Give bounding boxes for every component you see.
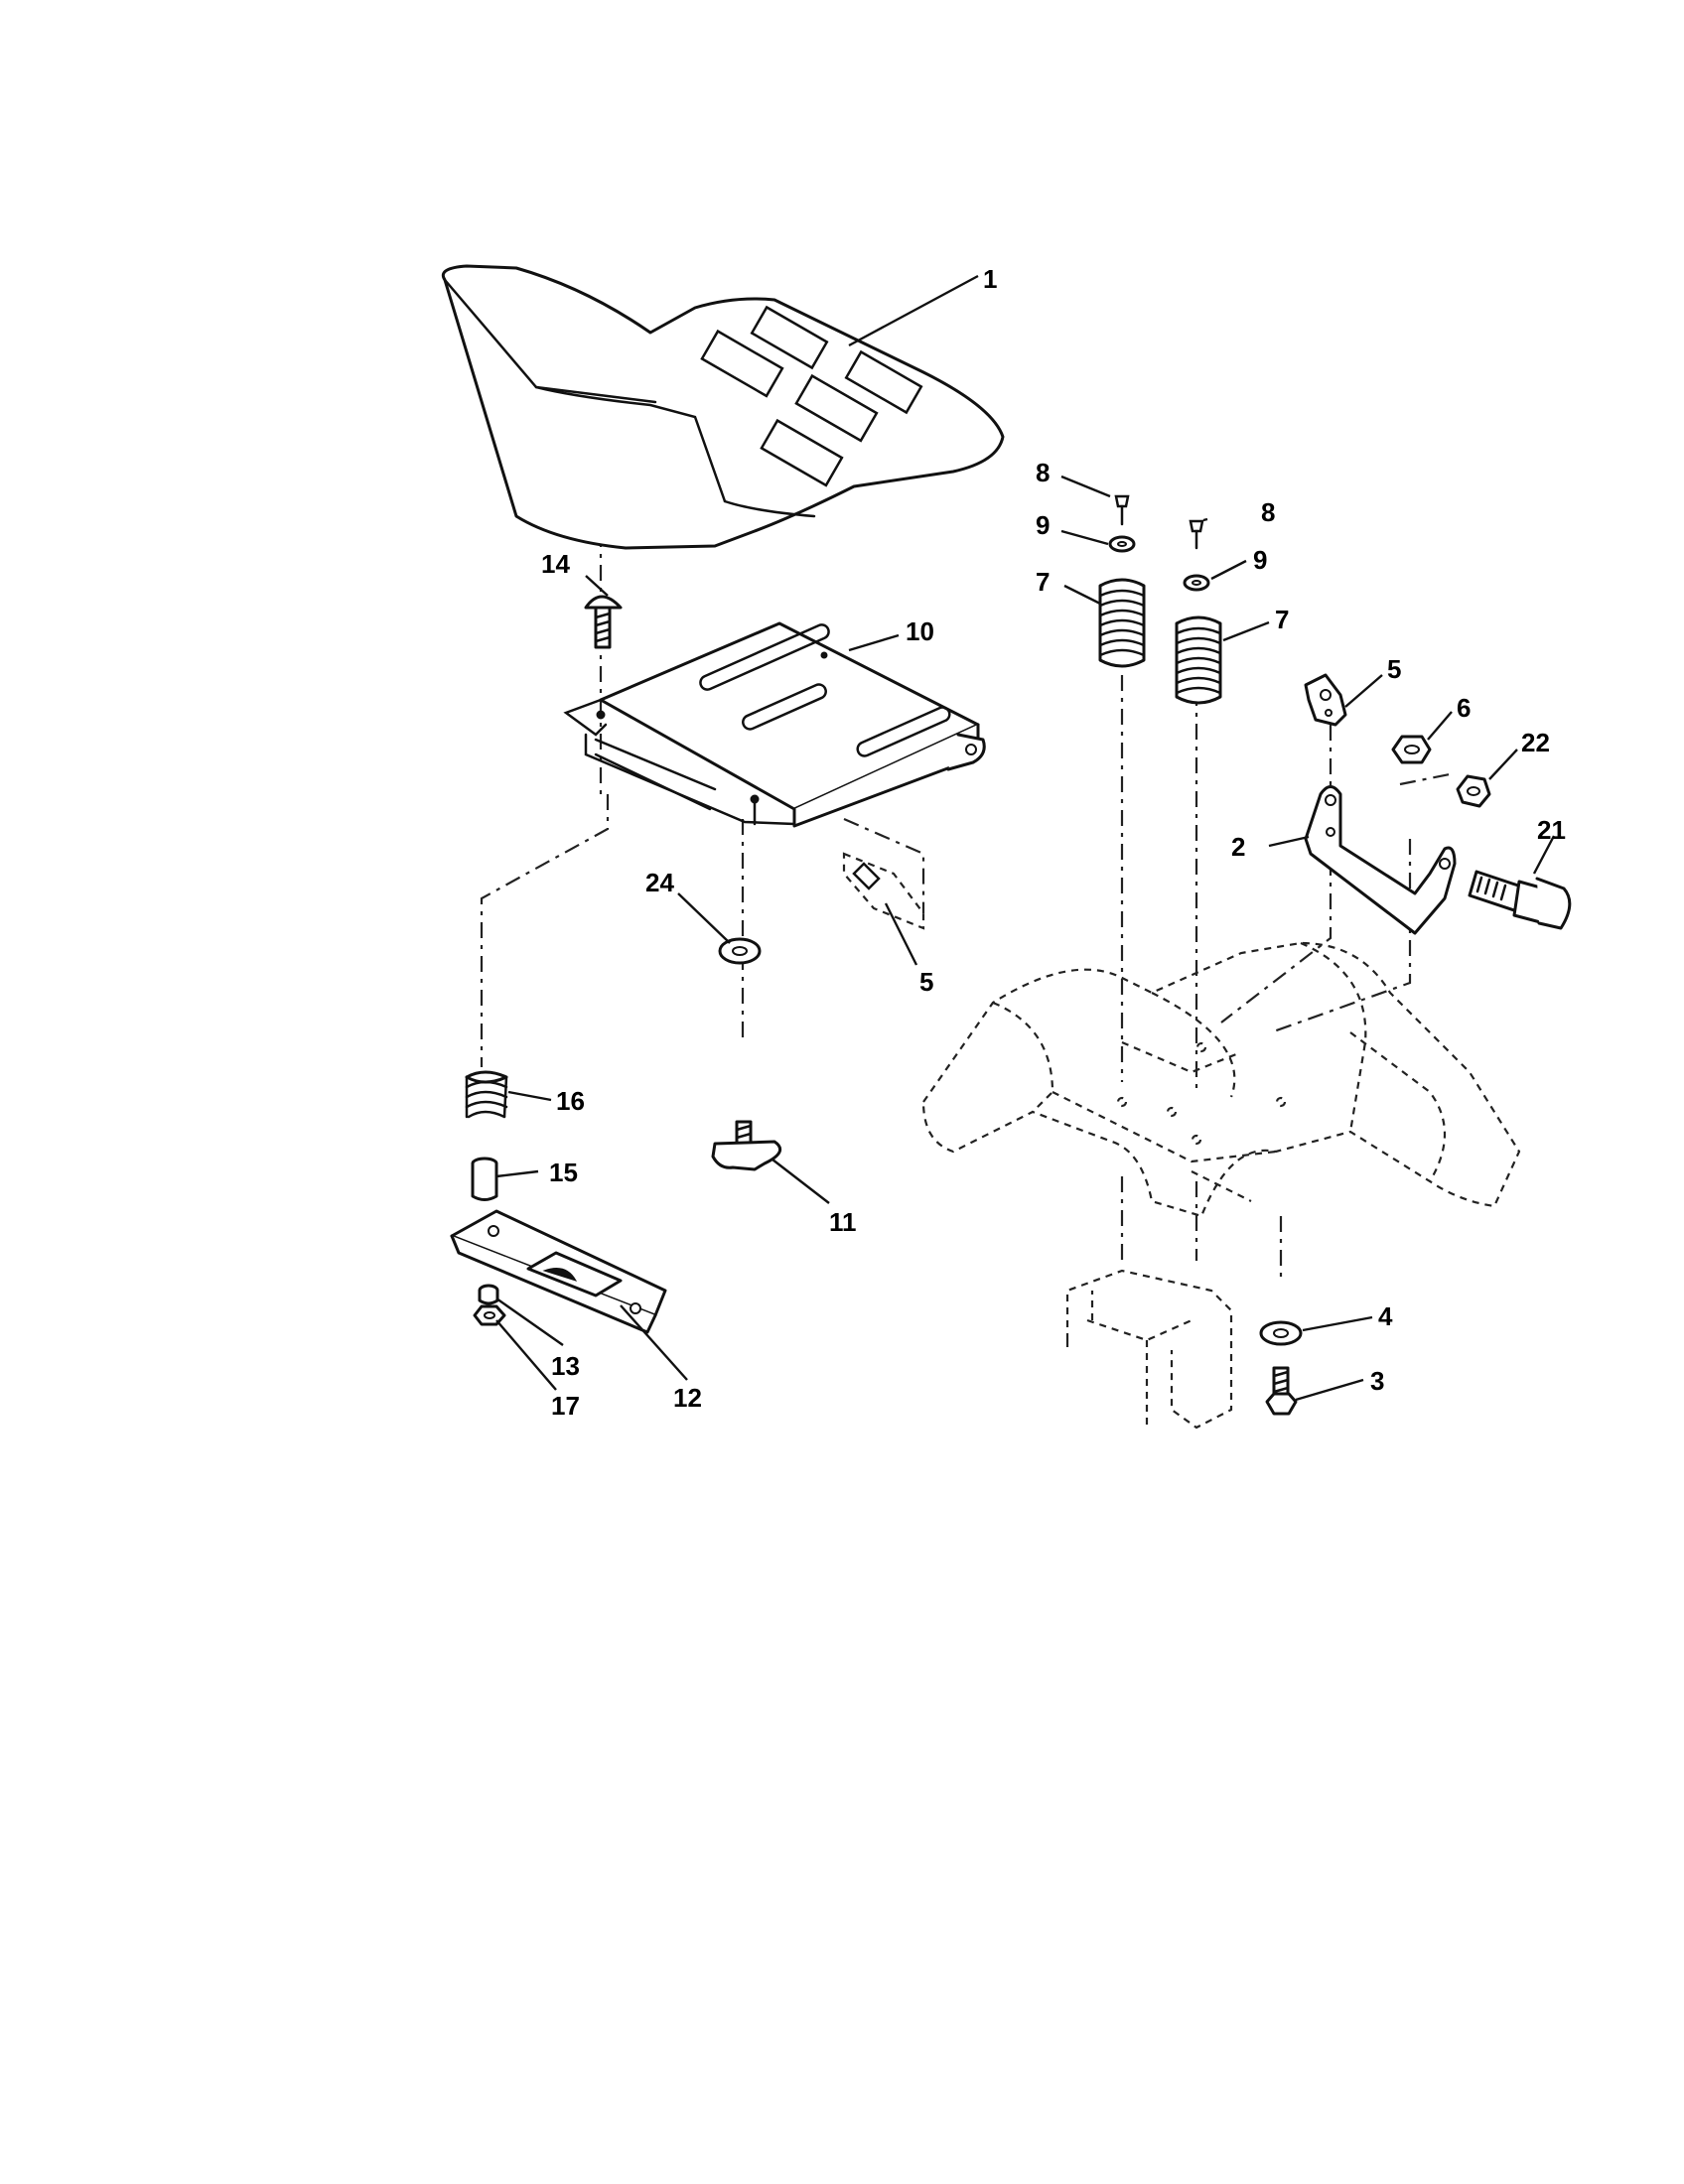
callout-16: 16 xyxy=(556,1086,585,1116)
callout-6: 6 xyxy=(1457,693,1471,723)
part-hex-bolt-3 xyxy=(1265,1366,1298,1416)
callout-21: 21 xyxy=(1537,815,1566,845)
callout-12: 12 xyxy=(673,1383,702,1413)
part-shoulder-bolt xyxy=(1468,870,1572,930)
callout-4: 4 xyxy=(1378,1301,1393,1331)
part-spring-7-right xyxy=(1175,615,1222,705)
part-carriage-bolt xyxy=(584,595,623,649)
part-spring-clip-ghost xyxy=(842,852,925,930)
callout-9a: 9 xyxy=(1036,510,1050,540)
part-seat-bracket-plate xyxy=(450,1209,667,1334)
part-spring-7-left xyxy=(1098,578,1146,668)
callout-2: 2 xyxy=(1231,832,1245,862)
part-washer-9-left xyxy=(1108,535,1136,553)
part-washer-24 xyxy=(718,937,762,965)
callout-labels: 1 14 10 24 5 16 15 11 13 17 12 8 8 9 9 7… xyxy=(541,264,1566,1421)
callout-13: 13 xyxy=(551,1351,580,1381)
part-nut-22 xyxy=(1456,774,1491,808)
callout-1: 1 xyxy=(983,264,997,294)
callout-5a: 5 xyxy=(919,967,933,997)
part-pin-8-right xyxy=(1189,519,1204,550)
callout-9b: 9 xyxy=(1253,545,1267,575)
callout-7b: 7 xyxy=(1275,605,1289,634)
part-nut-13 xyxy=(478,1284,499,1305)
part-locknut-6 xyxy=(1391,735,1432,764)
callout-11: 11 xyxy=(829,1207,857,1237)
callout-14: 14 xyxy=(541,549,570,579)
leader-lines xyxy=(495,274,1556,1402)
part-washer-4 xyxy=(1259,1320,1303,1346)
callout-8b: 8 xyxy=(1261,497,1275,527)
part-adjustment-knob xyxy=(711,1120,782,1171)
part-seat-support-bracket xyxy=(1304,785,1457,935)
callout-8a: 8 xyxy=(1036,458,1050,487)
callout-7a: 7 xyxy=(1036,567,1050,597)
part-pin-8-left xyxy=(1114,494,1130,526)
part-spring-16 xyxy=(465,1070,508,1119)
callout-5b: 5 xyxy=(1387,654,1401,684)
part-seat xyxy=(441,264,1005,550)
part-spring-clip xyxy=(1304,673,1347,727)
part-washer-9-right xyxy=(1183,574,1210,592)
callout-24: 24 xyxy=(645,868,674,897)
callout-15: 15 xyxy=(549,1158,578,1187)
callout-10: 10 xyxy=(906,616,934,646)
part-locknut-17 xyxy=(473,1304,506,1326)
callout-3: 3 xyxy=(1370,1366,1384,1396)
part-bushing xyxy=(471,1157,498,1201)
callout-17: 17 xyxy=(551,1391,580,1421)
part-seat-pan xyxy=(563,621,986,828)
part-tractor-frame-ghost xyxy=(921,941,1521,1430)
callout-22: 22 xyxy=(1521,728,1550,757)
